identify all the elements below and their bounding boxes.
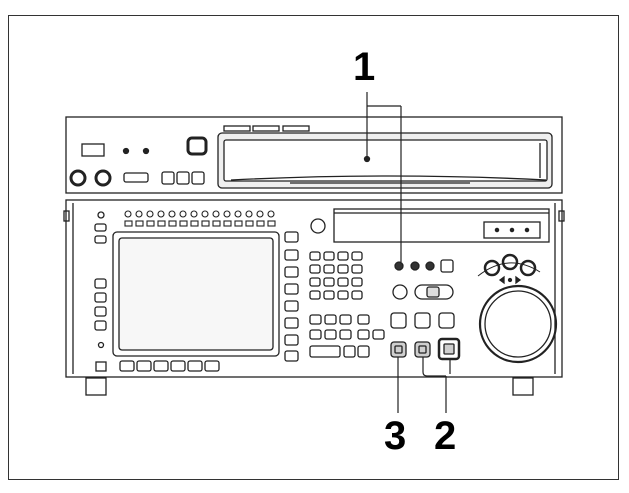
numeric-keypad	[309, 218, 385, 358]
diagram-frame	[8, 15, 619, 480]
soft-keys-bottom	[95, 360, 220, 372]
time-code-display	[333, 208, 550, 243]
transport-buttons	[390, 312, 461, 361]
left-side-keys	[94, 211, 107, 349]
eject-button	[186, 136, 208, 156]
callout-label-3: 3	[384, 414, 407, 458]
indicator-dot	[122, 147, 130, 155]
level-knob	[69, 169, 87, 187]
indicator-lamps	[394, 259, 454, 273]
lcd-monitor	[112, 231, 280, 357]
callout-leaders	[366, 92, 451, 413]
transport-button-3	[390, 341, 407, 358]
search-dial-group	[477, 253, 558, 364]
soft-keys-right	[284, 231, 299, 362]
indicator-dot	[142, 147, 150, 155]
slide-switch	[414, 284, 454, 300]
callout-label-2: 2	[434, 414, 457, 458]
transport-button-2b	[437, 337, 461, 361]
device-feet	[85, 377, 534, 396]
lower-control-panel	[63, 199, 565, 378]
level-knob	[94, 169, 112, 187]
headphone-jack	[81, 143, 105, 157]
upper-cassette-section	[65, 116, 563, 194]
round-button	[392, 284, 408, 300]
transport-button-2a	[414, 341, 431, 358]
toggle-switch	[123, 172, 149, 183]
callout-label-1: 1	[353, 45, 376, 89]
search-dial	[478, 284, 558, 364]
function-key-row	[124, 210, 276, 227]
slot-indicator-dot	[363, 155, 371, 163]
cassette-slot	[217, 132, 553, 189]
